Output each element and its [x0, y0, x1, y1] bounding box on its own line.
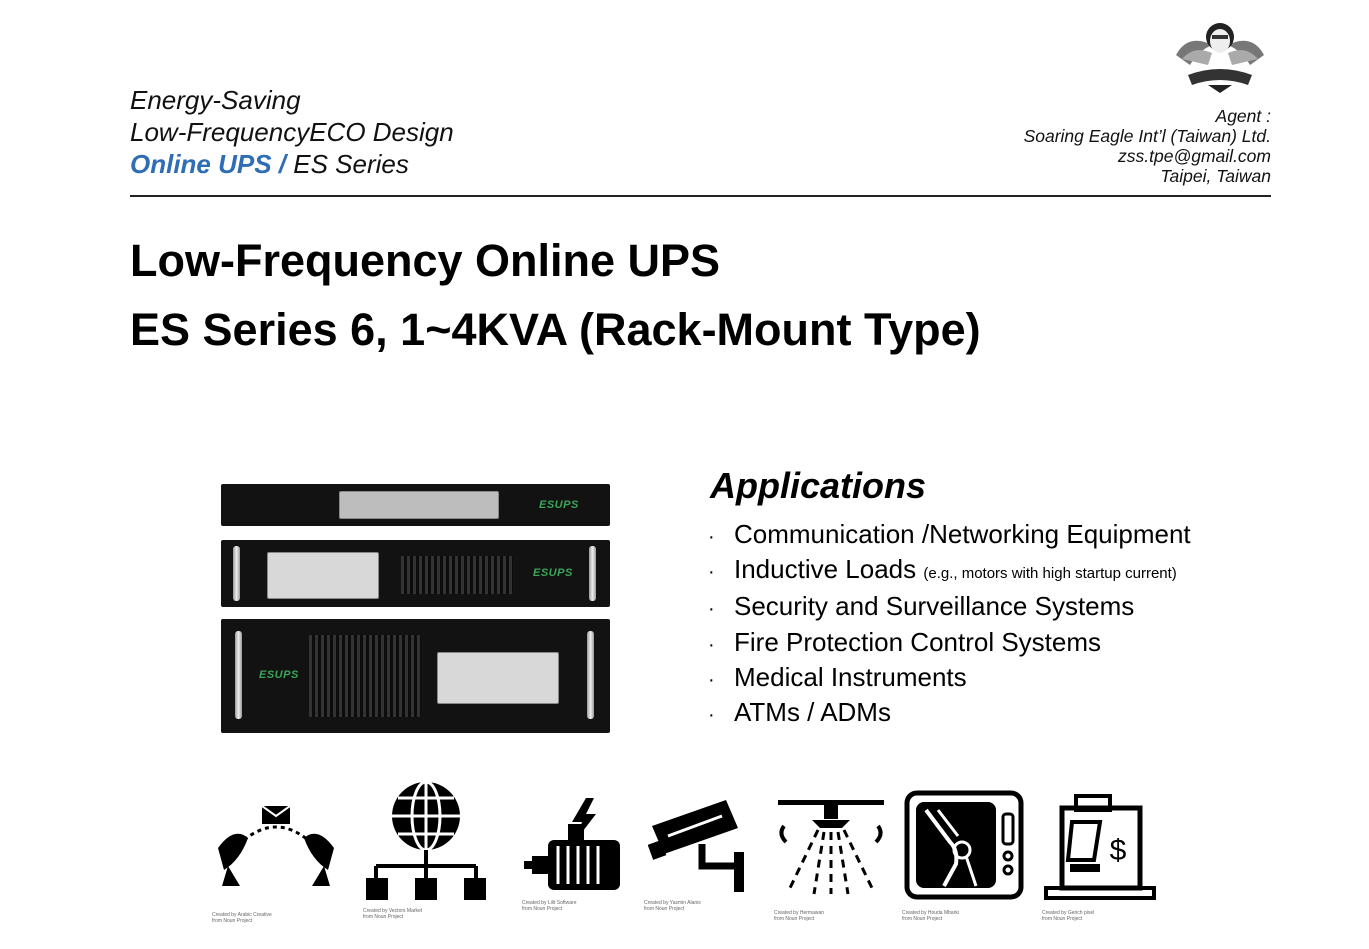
tagline-series: ES Series — [286, 149, 409, 179]
product-image: ESUPS ESUPS ESUPS — [221, 484, 611, 734]
rack-handle — [589, 546, 596, 601]
list-item: ·Fire Protection Control Systems — [708, 626, 1102, 657]
rack-unit-1u: ESUPS — [221, 484, 610, 526]
agent-location: Taipei, Taiwan — [1160, 166, 1271, 186]
list-item: ·Medical Instruments — [708, 661, 967, 692]
agent-label: Agent : — [1215, 106, 1271, 126]
applications-list: ·Communication /Networking Equipment ·In… — [708, 518, 1191, 731]
eagle-logo — [1176, 23, 1264, 93]
rack-handle — [233, 546, 240, 601]
satellite-network-icon — [218, 805, 334, 886]
rack-unit-3u: ESUPS — [221, 619, 610, 733]
control-panel — [437, 652, 559, 704]
brand-logo: ESUPS — [533, 567, 573, 579]
list-item: ·Security and Surveillance Systems — [708, 591, 1135, 622]
vent-grille — [309, 635, 421, 717]
agent-company: Soaring Eagle Int’l (Taiwan) Ltd. — [1023, 126, 1271, 146]
electric-motor-icon — [524, 798, 620, 890]
atm-machine-icon: $ — [1044, 794, 1156, 900]
list-item: ·ATMs / ADMs — [708, 697, 891, 728]
control-panel — [267, 552, 379, 599]
globe-network-icon — [366, 780, 486, 900]
header-tagline: Energy-Saving Low-FrequencyECO Design On… — [130, 84, 454, 180]
control-panel — [339, 491, 499, 519]
vent-grille — [401, 556, 513, 594]
tagline-line-1: Energy-Saving — [130, 85, 301, 115]
sprinkler-icon — [778, 800, 884, 895]
rack-handle — [235, 631, 242, 719]
svg-text:$: $ — [1110, 834, 1127, 867]
header-divider — [130, 195, 1271, 197]
page-title: Low-Frequency Online UPS — [130, 235, 721, 286]
list-item: ·Inductive Loads (e.g., motors with high… — [708, 554, 1177, 585]
rack-unit-2u: ESUPS — [221, 540, 610, 607]
rack-handle — [587, 631, 594, 719]
applications-heading: Applications — [710, 465, 927, 506]
tagline-accent: Online UPS / — [130, 149, 287, 179]
page-subtitle: ES Series 6, 1~4KVA (Rack-Mount Type) — [130, 304, 981, 355]
tagline-line-3: Online UPS / ES Series — [130, 148, 454, 180]
list-item: ·Communication /Networking Equipment — [708, 519, 1191, 549]
list-item-note: (e.g., motors with high startup current) — [923, 565, 1177, 583]
brand-logo: ESUPS — [539, 499, 579, 511]
xray-monitor-icon — [904, 790, 1024, 900]
agent-email: zss.tpe@gmail.com — [1118, 146, 1271, 166]
tagline-line-2: Low-FrequencyECO Design — [130, 117, 454, 147]
security-camera-icon — [648, 800, 744, 892]
agent-info: Agent : Soaring Eagle Int’l (Taiwan) Ltd… — [1024, 106, 1271, 186]
brand-logo: ESUPS — [259, 669, 299, 681]
